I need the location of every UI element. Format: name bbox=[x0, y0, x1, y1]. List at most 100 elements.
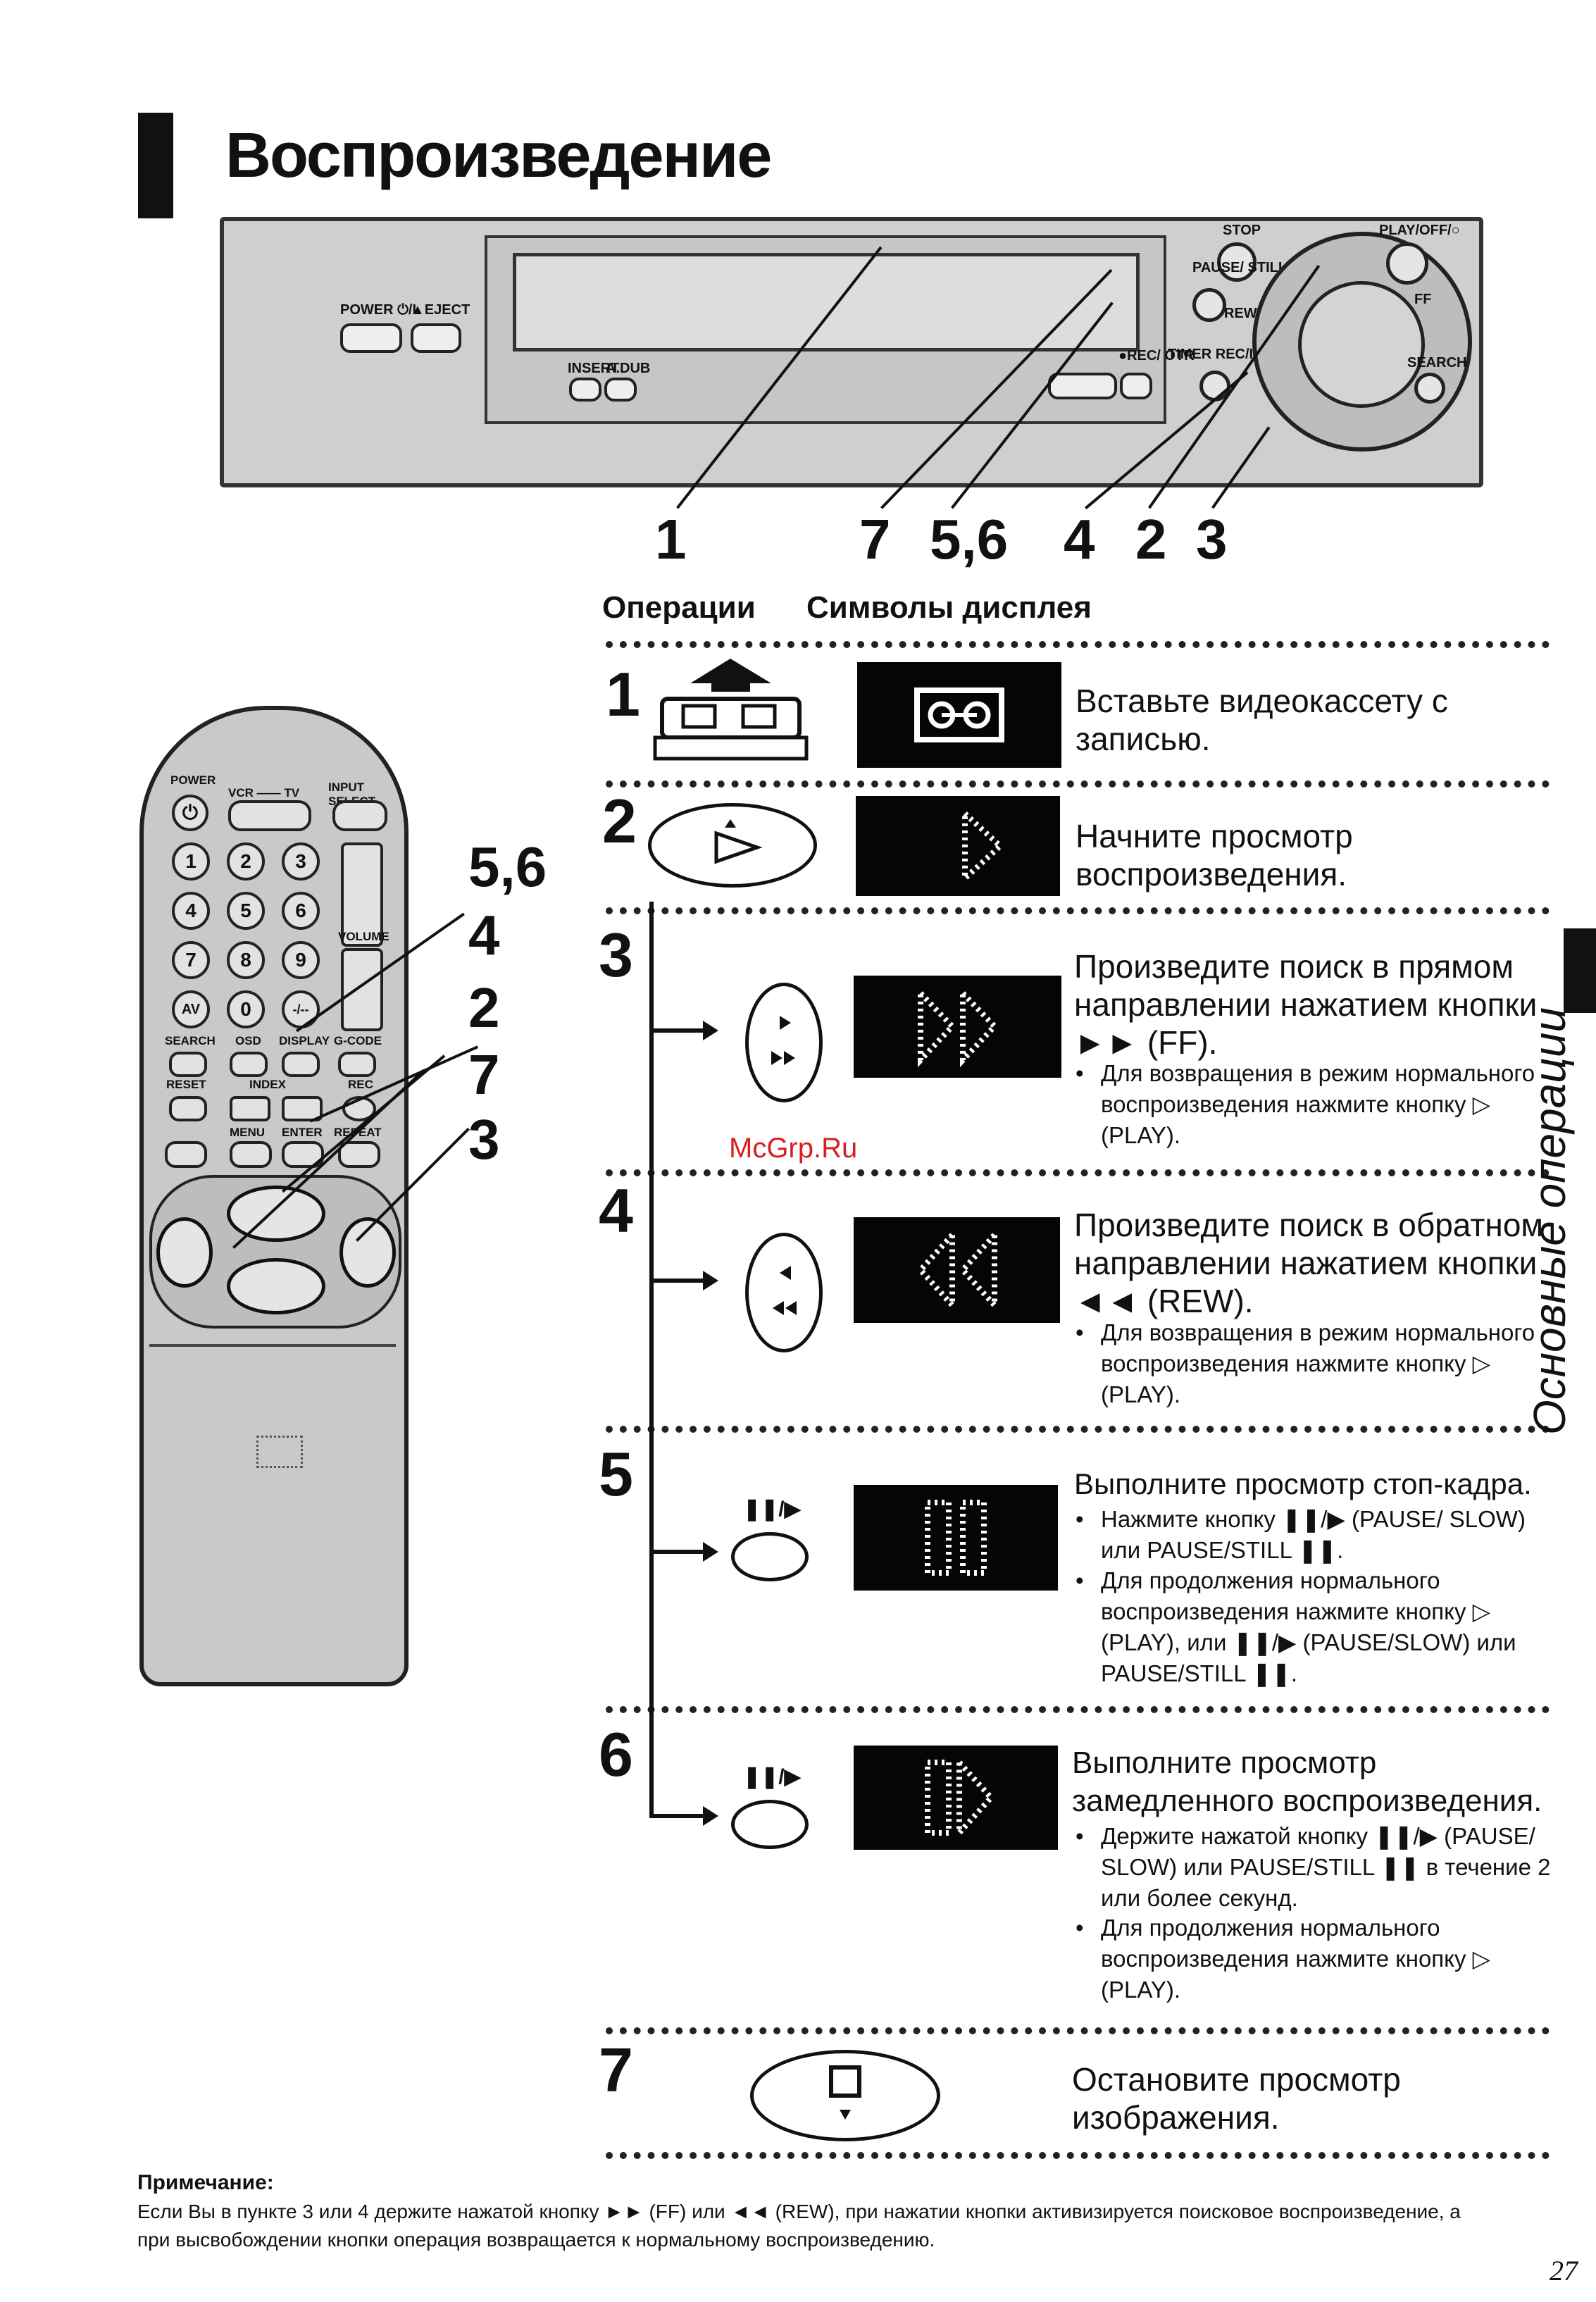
digit-dash-button[interactable]: -/-- bbox=[282, 990, 320, 1028]
bullet-dot: • bbox=[1076, 1319, 1084, 1345]
reset-button[interactable] bbox=[169, 1096, 207, 1121]
rew-icon bbox=[773, 1266, 797, 1315]
pause-slow-label-6: ❚❚/▶ bbox=[743, 1765, 801, 1788]
separator bbox=[606, 1706, 1550, 1713]
repeat-button[interactable] bbox=[338, 1141, 380, 1168]
speaker-holes bbox=[256, 1436, 303, 1468]
av-button[interactable]: AV bbox=[172, 990, 210, 1028]
page-title: Воспроизведение bbox=[225, 120, 772, 191]
vcr-tv-switch[interactable] bbox=[228, 800, 311, 831]
step-7-text: Остановите просмотр изображения. bbox=[1072, 2061, 1401, 2136]
search-button[interactable] bbox=[1414, 373, 1445, 404]
rew-label: REW bbox=[1224, 306, 1257, 321]
display-cassette bbox=[857, 662, 1061, 768]
step-2-number: 2 bbox=[602, 786, 637, 856]
play-button[interactable] bbox=[1386, 242, 1428, 285]
display-slow bbox=[854, 1746, 1058, 1850]
cassette-display-icon bbox=[914, 688, 1004, 742]
remote-menu-label: MENU bbox=[230, 1126, 266, 1139]
insert-button[interactable] bbox=[569, 378, 601, 402]
insert-label: INSERT bbox=[568, 361, 620, 376]
digit-7-button[interactable]: 7 bbox=[172, 941, 210, 979]
volume-rocker[interactable] bbox=[341, 948, 383, 1031]
rew-button-illustration bbox=[745, 1233, 823, 1352]
power-button[interactable] bbox=[340, 323, 402, 353]
step-1-text: Вставьте видеокассету с записью. bbox=[1076, 683, 1448, 757]
remote-control: POWER ⏻ VCR —— TV INPUT SELECT 1 2 3 4 5… bbox=[139, 706, 409, 1686]
power-label: POWER ⏻/I bbox=[340, 302, 417, 318]
callout-2: 2 bbox=[1135, 508, 1167, 571]
separator bbox=[606, 907, 1550, 914]
page-number: 27 bbox=[1550, 2255, 1578, 2287]
gcode-button[interactable] bbox=[338, 1052, 376, 1077]
step-4-bullet-text: Для возвращения в режим нормального восп… bbox=[1101, 1319, 1535, 1407]
remote-callout-2: 2 bbox=[468, 976, 500, 1039]
step-5-bullet-1-text: Нажмите кнопку ❚❚/▶ (PAUSE/ SLOW) или PA… bbox=[1101, 1506, 1526, 1563]
step-5-number: 5 bbox=[599, 1439, 633, 1509]
step-1-number: 1 bbox=[606, 659, 640, 729]
display-button[interactable] bbox=[282, 1052, 320, 1077]
callout-1: 1 bbox=[655, 508, 687, 571]
channel-buttons[interactable] bbox=[1048, 373, 1117, 399]
step-3-bullet: • Для возвращения в режим нормального во… bbox=[1076, 1058, 1552, 1151]
pause-still-button[interactable] bbox=[1192, 288, 1226, 322]
remote-stop-button[interactable] bbox=[227, 1258, 325, 1314]
eject-label: ▲EJECT bbox=[411, 302, 470, 318]
adub-label: A.DUB bbox=[606, 361, 651, 376]
battery-cover-seam bbox=[149, 1344, 396, 1347]
input-select-button[interactable] bbox=[332, 800, 387, 831]
pause-slow-button[interactable] bbox=[165, 1141, 207, 1168]
operations-header: Операции bbox=[602, 590, 756, 625]
display-rew bbox=[854, 1217, 1060, 1323]
remote-power-button[interactable]: ⏻ bbox=[172, 795, 208, 831]
step-3-number: 3 bbox=[599, 920, 633, 990]
ff-label: FF bbox=[1414, 292, 1432, 307]
rec-otr-button[interactable] bbox=[1120, 373, 1152, 399]
step-3-bullet-text: Для возвращения в режим нормального восп… bbox=[1101, 1060, 1535, 1148]
remote-rec-label: REC bbox=[348, 1078, 373, 1091]
digit-3-button[interactable]: 3 bbox=[282, 842, 320, 881]
still-display-icon bbox=[925, 1500, 987, 1576]
remote-callout-56: 5,6 bbox=[468, 835, 547, 898]
digit-0-button[interactable]: 0 bbox=[227, 990, 265, 1028]
digit-1-button[interactable]: 1 bbox=[172, 842, 210, 881]
digit-2-button[interactable]: 2 bbox=[227, 842, 265, 881]
step-6-bullet-2-text: Для продолжения нормального воспроизведе… bbox=[1101, 1915, 1491, 2003]
osd-button[interactable] bbox=[230, 1052, 268, 1077]
bullet-dot: • bbox=[1076, 1567, 1084, 1593]
separator bbox=[606, 641, 1550, 648]
stop-icon bbox=[829, 2065, 861, 2120]
step-6-bullet-1: • Держите нажатой кнопку ❚❚/▶ (PAUSE/ SL… bbox=[1076, 1821, 1566, 1914]
bullet-dot: • bbox=[1076, 1060, 1084, 1086]
separator bbox=[606, 1426, 1550, 1433]
ff-icon bbox=[771, 1016, 795, 1065]
play-label: PLAY/OFF/○ bbox=[1379, 223, 1460, 238]
pause-slow-button-illustration bbox=[731, 1800, 809, 1849]
jog-inner-ring[interactable] bbox=[1298, 281, 1425, 408]
cassette-slot bbox=[513, 253, 1140, 351]
search-button[interactable] bbox=[169, 1052, 207, 1077]
index-back-button[interactable] bbox=[230, 1096, 270, 1121]
step-5-bullet-2-text: Для продолжения нормального воспроизведе… bbox=[1101, 1567, 1516, 1686]
display-play bbox=[856, 796, 1060, 896]
step-4-bullet: • Для возвращения в режим нормального во… bbox=[1076, 1317, 1552, 1410]
digit-4-button[interactable]: 4 bbox=[172, 892, 210, 930]
pause-still-label: PAUSE/ STILL bbox=[1192, 260, 1288, 275]
pause-slow-label-5: ❚❚/▶ bbox=[743, 1498, 801, 1521]
menu-button[interactable] bbox=[230, 1141, 272, 1168]
digit-9-button[interactable]: 9 bbox=[282, 941, 320, 979]
eject-button[interactable] bbox=[411, 323, 461, 353]
remote-gcode-label: G-CODE bbox=[334, 1034, 382, 1047]
stop-label: STOP bbox=[1223, 223, 1261, 238]
flow-arrow bbox=[649, 1021, 718, 1040]
display-ff bbox=[854, 976, 1061, 1078]
adub-button[interactable] bbox=[604, 378, 637, 402]
digit-5-button[interactable]: 5 bbox=[227, 892, 265, 930]
digit-6-button[interactable]: 6 bbox=[282, 892, 320, 930]
stop-button[interactable] bbox=[1217, 242, 1257, 282]
digit-8-button[interactable]: 8 bbox=[227, 941, 265, 979]
remote-play-button[interactable] bbox=[227, 1186, 325, 1242]
search-label: SEARCH bbox=[1407, 355, 1467, 371]
channel-rocker[interactable] bbox=[341, 842, 383, 947]
remote-rew-button[interactable] bbox=[156, 1217, 213, 1288]
